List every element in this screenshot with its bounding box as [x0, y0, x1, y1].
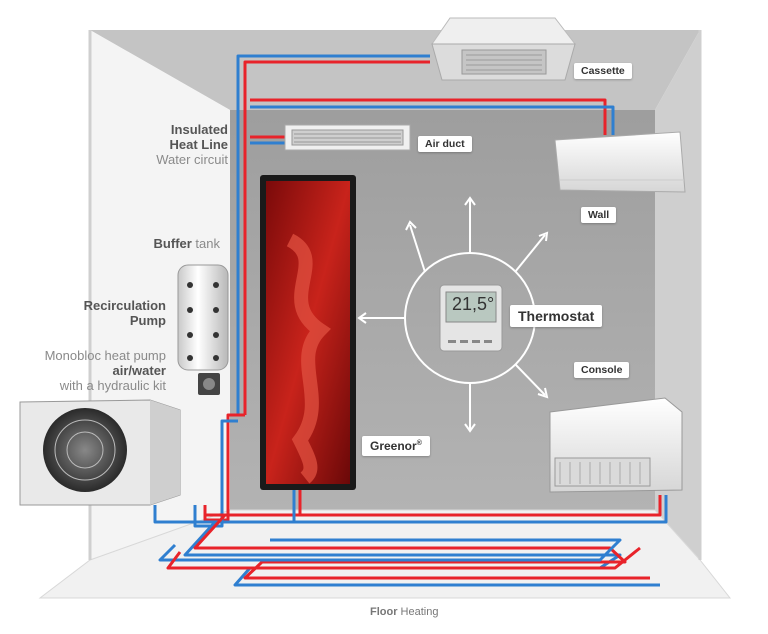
buffer-tank [177, 264, 229, 371]
thermostat-arrows [357, 196, 549, 433]
floor-heating-coils [158, 513, 660, 587]
air-duct-label: Air duct [418, 136, 472, 152]
recirculation-pump-label: Recirculation Pump [83, 298, 166, 328]
console-label: Console [574, 362, 630, 378]
wall-label: Wall [581, 207, 617, 223]
console-unit [549, 397, 683, 493]
cassette-label: Cassette [574, 63, 632, 79]
thermostat-label: Thermostat [510, 305, 603, 327]
greenor-label: Greenor® [362, 436, 430, 456]
heat-pump-unit [19, 399, 181, 506]
insulated-heat-line-label: Insulated Heat Line Water circuit [156, 122, 228, 167]
thermostat-display-value: 21,5° [452, 294, 495, 314]
recirculation-pump [198, 373, 220, 395]
buffer-tank-label: Buffer tank [153, 236, 220, 251]
air-duct-unit [284, 124, 411, 151]
monobloc-heat-pump-label: Monobloc heat pump air/water with a hydr… [44, 348, 166, 393]
greenor-panel [260, 175, 356, 490]
cassette-unit [431, 17, 577, 81]
wall-unit [554, 131, 686, 193]
thermostat-device [439, 284, 503, 352]
floor-heating-label: Floor Heating [370, 606, 439, 618]
pipe-network [153, 54, 668, 528]
